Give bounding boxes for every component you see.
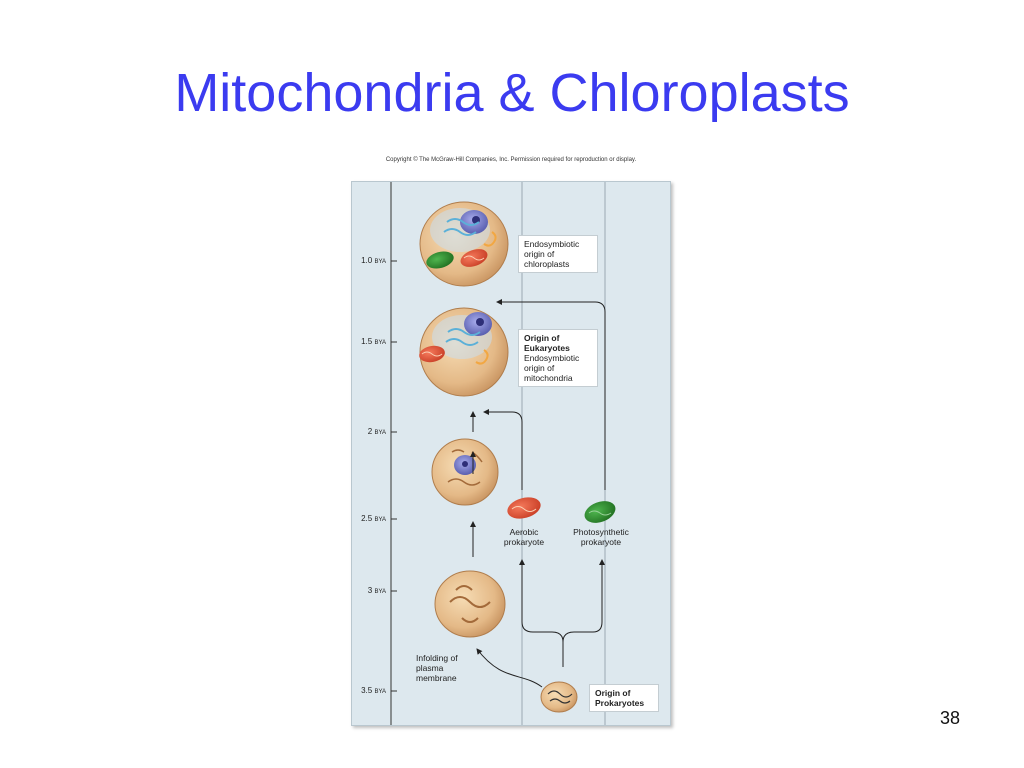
timeline-label-6: 3.5 BYA — [361, 686, 386, 695]
infolding-label: Infolding of plasma membrane — [416, 653, 458, 683]
aerobic-prokaryote-illustration — [507, 497, 541, 519]
slide-title: Mitochondria & Chloroplasts — [174, 63, 850, 123]
timeline-label-1: 1.0 BYA — [361, 256, 386, 265]
endosymbiosis-figure: 1.0 BYA 1.5 BYA 2 BYA 2.5 BYA 3 BYA 3.5 … — [351, 181, 671, 726]
copyright-notice: Copyright © The McGraw-Hill Companies, I… — [385, 157, 637, 163]
lineage-arrows — [470, 299, 606, 688]
photosynthetic-prokaryote-label: Photosynthetic prokaryote — [573, 527, 629, 547]
eukaryote-origin-callout: Origin of Eukaryotes Endosymbiotic origi… — [518, 329, 598, 387]
timeline-ticks — [391, 260, 397, 692]
early-eukaryote-illustration — [431, 438, 499, 506]
ancestral-prokaryote-illustration — [540, 681, 578, 713]
photosynthetic-prokaryote-illustration — [584, 501, 616, 523]
animal-cell-illustration — [419, 307, 509, 397]
prokaryote-origin-callout: Origin of Prokaryotes — [589, 684, 659, 712]
page-number: 38 — [939, 708, 961, 728]
chloroplast-origin-callout: Endosymbiotic origin of chloroplasts — [518, 235, 598, 273]
timeline-label-3: 2 BYA — [367, 427, 386, 436]
figure-artwork — [390, 182, 616, 725]
infolding-cell-illustration — [434, 570, 506, 638]
timeline-label-2: 1.5 BYA — [361, 337, 386, 346]
aerobic-prokaryote-label: Aerobic prokaryote — [503, 527, 545, 547]
timeline-label-5: 3 BYA — [367, 586, 386, 595]
timeline-label-4: 2.5 BYA — [361, 514, 386, 523]
plant-cell-illustration — [419, 201, 509, 287]
